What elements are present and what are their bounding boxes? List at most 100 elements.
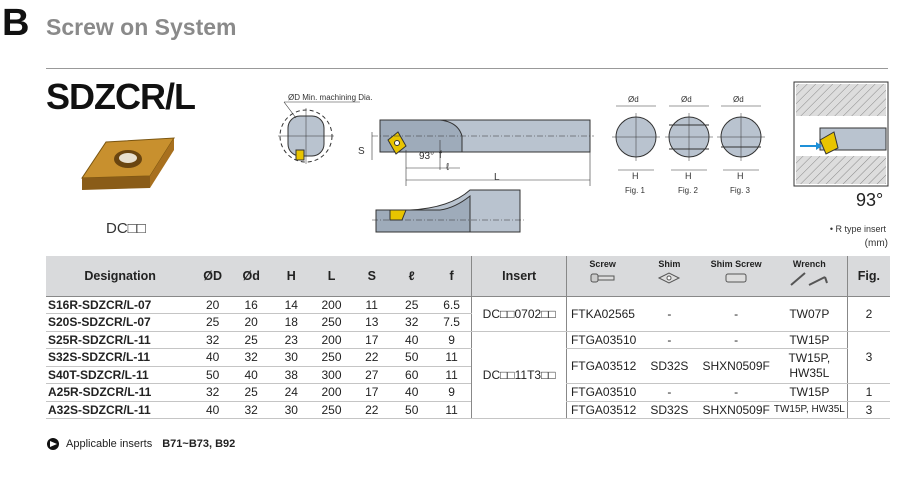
cell-shim: -	[638, 383, 701, 402]
cell-insert: DC□□0702□□	[471, 296, 567, 332]
table-row: A32S-SDZCR/L-11 40 32 30 250 22 50 11 FT…	[46, 401, 890, 419]
fig1-label: Fig. 1	[625, 186, 646, 195]
applicable-inserts-note: Applicable inserts B71~B73, B92	[46, 437, 235, 451]
th-ell: ℓ	[391, 256, 432, 297]
applicable-inserts-label: Applicable inserts	[66, 438, 153, 450]
wrench-icon	[790, 272, 829, 286]
cell-f: 11	[431, 401, 472, 419]
fig2-od-label: Ød	[681, 95, 692, 104]
cell-od-small: 16	[231, 296, 272, 314]
cell-od-big: 40	[194, 401, 232, 419]
cell-l: 250	[311, 313, 352, 332]
product-name: SDZCR/L	[46, 76, 196, 117]
section-letter: B	[2, 2, 30, 44]
th-s: S	[351, 256, 392, 297]
approach-angle-illustration	[793, 81, 889, 187]
cell-designation: S40T-SDZCR/L-11	[46, 366, 195, 384]
th-l: L	[311, 256, 352, 297]
cell-l: 250	[311, 348, 352, 367]
cell-insert: DC□□11T3□□	[471, 331, 567, 419]
min-dia-detail	[278, 101, 360, 164]
cell-f: 11	[431, 366, 472, 384]
table-row: S40T-SDZCR/L-11 50 40 38 300 27 60 11	[46, 366, 890, 384]
cell-l: 250	[311, 401, 352, 419]
dim-l-label: L	[494, 172, 500, 183]
cell-screw: FTGA03510	[565, 331, 639, 349]
cell-shim: -	[638, 331, 701, 349]
cell-designation: A25R-SDZCR/L-11	[46, 383, 195, 402]
cell-l: 200	[311, 296, 352, 314]
section-title: Screw on System	[46, 14, 237, 40]
approach-angle: 93°	[856, 190, 884, 210]
fig2-label: Fig. 2	[678, 186, 699, 195]
th-f: f	[431, 256, 472, 297]
cell-od-big: 50	[194, 366, 232, 384]
cell-designation: A32S-SDZCR/L-11	[46, 401, 195, 419]
cell-h: 18	[271, 313, 312, 332]
cell-wrench: TW15P	[771, 331, 848, 349]
cell-ell: 50	[391, 348, 432, 367]
cell-s: 11	[351, 296, 392, 314]
cell-l: 300	[311, 366, 352, 384]
cell-od-big: 40	[194, 348, 232, 367]
fig1-h-label: H	[632, 171, 639, 181]
cell-screw: FTGA03512	[565, 348, 639, 384]
cell-shim-screw: SHXN0509F	[700, 348, 772, 384]
th-insert: Insert	[471, 256, 567, 297]
cell-od-big: 32	[194, 331, 232, 349]
fig2-section	[665, 105, 713, 171]
table-row: S32S-SDZCR/L-11 40 32 30 250 22 50 11 FT…	[46, 348, 890, 384]
cell-shim: SD32S	[638, 401, 701, 419]
fig1-od-label: Ød	[628, 95, 639, 104]
cell-l: 200	[311, 331, 352, 349]
th-fig: Fig.	[846, 256, 890, 297]
fig3-od-label: Ød	[733, 95, 744, 104]
cell-s: 27	[351, 366, 392, 384]
cell-h: 30	[271, 348, 312, 367]
table-row: S25R-SDZCR/L-11 32 25 23 200 17 40 9 DC□…	[46, 331, 890, 419]
cell-od-big: 25	[194, 313, 232, 332]
spec-table: Designation ØD Ød H L S ℓ f Insert Screw…	[46, 256, 890, 419]
cell-ell: 50	[391, 401, 432, 419]
cell-fig: 3	[846, 401, 890, 419]
cell-ell: 25	[391, 296, 432, 314]
cell-ell: 60	[391, 366, 432, 384]
dim-ell-label: ℓ	[446, 162, 450, 173]
th-h: H	[271, 256, 312, 297]
cell-shim-screw: -	[700, 331, 772, 349]
cell-f: 6.5	[431, 296, 472, 314]
cell-od-small: 20	[231, 313, 272, 332]
table-header-row: Designation ØD Ød H L S ℓ f Insert Screw…	[46, 256, 890, 297]
cell-od-small: 25	[231, 331, 272, 349]
cell-fig: 2	[846, 296, 890, 332]
header-divider	[46, 68, 888, 69]
cell-shim-screw: -	[700, 383, 772, 402]
cell-h: 24	[271, 383, 312, 402]
cell-screw: FTGA03510	[565, 383, 639, 402]
cell-shim-screw: SHXN0509F	[700, 401, 772, 419]
cell-od-big: 32	[194, 383, 232, 402]
cell-screw: FTKA02565	[565, 296, 639, 332]
cell-od-small: 32	[231, 401, 272, 419]
applicable-inserts-value[interactable]: B71~B73, B92	[162, 438, 236, 450]
cell-f: 11	[431, 348, 472, 367]
cell-wrench: TW15P	[771, 383, 848, 402]
technical-drawing	[81, 81, 889, 233]
fig3-section	[717, 105, 765, 171]
cell-s: 22	[351, 401, 392, 419]
cell-ell: 40	[391, 331, 432, 349]
th-wrench-label: Wrench	[792, 259, 826, 269]
cell-shim: SD32S	[638, 348, 701, 384]
cell-h: 14	[271, 296, 312, 314]
th-screw-label: Screw	[589, 259, 616, 269]
cell-l: 200	[311, 383, 352, 402]
screw-icon	[590, 273, 615, 283]
insert-image	[81, 137, 175, 190]
cell-shim: -	[638, 296, 701, 332]
cell-od-small: 32	[231, 348, 272, 367]
cell-fig: 1	[846, 383, 890, 402]
th-designation: Designation	[46, 256, 195, 297]
table-row: S20S-SDZCR/L-07 25 20 18 250 13 32 7.5	[46, 313, 890, 332]
cell-ell: 32	[391, 313, 432, 332]
fig1-section	[612, 105, 660, 171]
